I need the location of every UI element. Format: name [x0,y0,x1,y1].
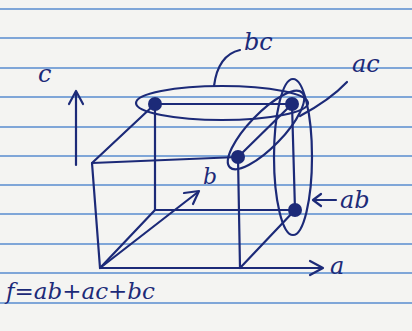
cube [69,50,347,275]
loop-label: ac [352,52,380,76]
notebook-lines [0,9,412,303]
axis-label: a [330,254,344,278]
formula: f=ab+ac+bc [6,280,155,303]
loop-label: ab [340,188,370,212]
axis-label: b [203,166,217,188]
loop-label: bc [244,30,273,54]
axis-label: c [38,62,51,86]
vertex-dots [148,97,302,217]
